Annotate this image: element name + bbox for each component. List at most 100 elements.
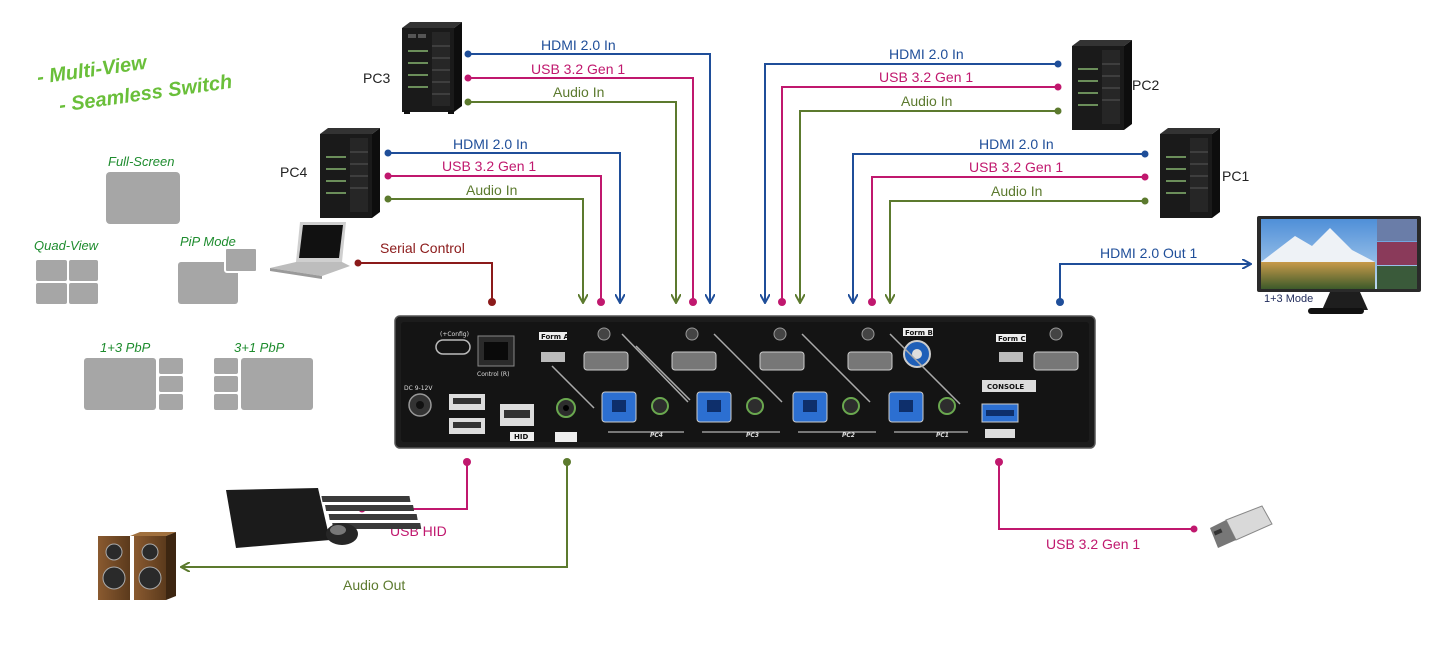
pbp13-cell bbox=[159, 394, 183, 410]
pc4-usb-line bbox=[388, 175, 602, 302]
pc2-usb-line bbox=[781, 86, 1058, 302]
pbp13-cell bbox=[159, 376, 183, 392]
mode-pbp31-label: 3+1 PbP bbox=[234, 340, 285, 355]
pc2-label: PC2 bbox=[1132, 77, 1159, 93]
audio-jack-pc4 bbox=[651, 397, 669, 415]
quad-cell bbox=[69, 283, 98, 304]
dc-label: DC 9-12V bbox=[404, 385, 433, 392]
hdmi-port-pc2 bbox=[759, 351, 805, 371]
pc4-hdmi-label: HDMI 2.0 In bbox=[453, 136, 528, 152]
pc1-hdmi-line bbox=[853, 153, 1145, 302]
port-label-pc4: PC4 bbox=[650, 432, 663, 439]
port-group-labels: PC4 PC3 PC2 PC1 bbox=[608, 431, 968, 439]
usb-b-ports bbox=[601, 391, 924, 423]
audio-out-line bbox=[182, 462, 568, 567]
console-label: CONSOLE bbox=[987, 383, 1024, 391]
pc4-tower-icon bbox=[320, 128, 380, 218]
serial-line bbox=[358, 262, 493, 302]
quad-cell bbox=[69, 260, 98, 281]
dip-switch-c bbox=[999, 352, 1023, 362]
dip-switch-a bbox=[541, 352, 565, 362]
pc4-usb-label: USB 3.2 Gen 1 bbox=[442, 158, 536, 174]
full-screen-shape bbox=[106, 172, 180, 224]
laptop-icon bbox=[270, 222, 350, 279]
pbp31-cell bbox=[214, 376, 238, 392]
hdmi-port-pc3 bbox=[671, 351, 717, 371]
mode-pip: PiP Mode bbox=[178, 234, 258, 304]
audio-jack-pc3 bbox=[746, 397, 764, 415]
pc4-audio-line bbox=[388, 198, 583, 302]
pc1-tower-icon bbox=[1160, 128, 1220, 218]
pc2-hdmi-label: HDMI 2.0 In bbox=[889, 46, 964, 62]
audio-in-jacks bbox=[651, 397, 956, 415]
hdmi-input-ports bbox=[583, 351, 1079, 371]
quad-cell bbox=[36, 260, 67, 281]
pc4-connections: HDMI 2.0 In USB 3.2 Gen 1 Audio In bbox=[384, 136, 621, 306]
hid-label: HID bbox=[514, 433, 528, 441]
hdmi-output-port bbox=[1033, 351, 1079, 371]
config-label: (+Config) bbox=[440, 331, 469, 338]
port-label-pc3: PC3 bbox=[746, 432, 759, 439]
pc4-audio-label: Audio In bbox=[466, 182, 517, 198]
pc2-connections: HDMI 2.0 In USB 3.2 Gen 1 Audio In bbox=[765, 46, 1062, 306]
keyboard-icon bbox=[226, 488, 422, 548]
hdmi-out-line bbox=[1059, 264, 1250, 302]
audio-out-label: Audio Out bbox=[343, 577, 405, 593]
mode-pip-label: PiP Mode bbox=[180, 234, 236, 249]
pc3-hdmi-label: HDMI 2.0 In bbox=[541, 37, 616, 53]
hdmi-port-pc1 bbox=[847, 351, 893, 371]
pc2-audio-label: Audio In bbox=[901, 93, 952, 109]
audio-out-connection: Audio Out bbox=[182, 458, 571, 593]
pc3-audio-line bbox=[468, 101, 676, 302]
pbp31-main bbox=[241, 358, 313, 410]
monitor-icon: 1+3 Mode bbox=[1257, 216, 1421, 314]
feature-list: - Multi-View - Seamless Switch bbox=[36, 52, 234, 117]
audio-jack-pc2 bbox=[842, 397, 860, 415]
port-label-pc2: PC2 bbox=[842, 432, 855, 439]
kvm-switch-device: (+Config) Control (R) DC 9-12V HID Form … bbox=[394, 315, 1096, 449]
hdmi-port-pc4 bbox=[583, 351, 629, 371]
form-a-label: Form A bbox=[541, 333, 569, 341]
mode-pbp-31: 3+1 PbP bbox=[214, 340, 313, 410]
pc2-usb-label: USB 3.2 Gen 1 bbox=[879, 69, 973, 85]
audio-jack-pc1 bbox=[938, 397, 956, 415]
pc4-label: PC4 bbox=[280, 164, 307, 180]
pc3-connections: HDMI 2.0 In USB 3.2 Gen 1 Audio In bbox=[464, 37, 711, 306]
pbp31-cell bbox=[214, 358, 238, 374]
mode-quad-view: Quad-View bbox=[34, 238, 100, 304]
pc2-hdmi-line bbox=[765, 63, 1058, 302]
feature-multi-view: - Multi-View bbox=[36, 52, 150, 89]
pc2-audio-line bbox=[800, 110, 1058, 302]
pbp13-cell bbox=[159, 358, 183, 374]
serial-label: Serial Control bbox=[380, 240, 465, 256]
mode-full-screen-label: Full-Screen bbox=[108, 154, 174, 169]
mouse-icon bbox=[326, 523, 358, 545]
usb-c-config-port bbox=[435, 339, 471, 355]
pip-inset bbox=[224, 247, 258, 273]
pc1-hdmi-label: HDMI 2.0 In bbox=[979, 136, 1054, 152]
hdmi-out-connection: HDMI 2.0 Out 1 bbox=[1056, 245, 1250, 306]
mode-pbp13-label: 1+3 PbP bbox=[100, 340, 151, 355]
pc3-hdmi-line bbox=[468, 53, 710, 302]
pbp31-cell bbox=[214, 394, 238, 410]
pc1-audio-line bbox=[890, 200, 1145, 302]
mode-full-screen: Full-Screen bbox=[106, 154, 180, 224]
serial-connection: Serial Control bbox=[354, 240, 496, 306]
panel-dividers bbox=[551, 333, 961, 409]
pc4-hdmi-line bbox=[388, 152, 620, 302]
pc1-label: PC1 bbox=[1222, 168, 1249, 184]
pc3-usb-label: USB 3.2 Gen 1 bbox=[531, 61, 625, 77]
quad-cell bbox=[36, 283, 67, 304]
usb-console-label: USB 3.2 Gen 1 bbox=[1046, 536, 1140, 552]
control-label: Control (R) bbox=[477, 371, 509, 378]
pc1-usb-label: USB 3.2 Gen 1 bbox=[969, 159, 1063, 175]
pc1-audio-label: Audio In bbox=[991, 183, 1042, 199]
usb-console-line bbox=[998, 462, 1194, 530]
pc3-usb-line bbox=[468, 77, 694, 302]
pbp13-main bbox=[84, 358, 156, 410]
pc3-audio-label: Audio In bbox=[553, 84, 604, 100]
pc3-tower-icon bbox=[402, 22, 462, 114]
mode-pbp-13: 1+3 PbP bbox=[84, 340, 183, 410]
mode-quad-view-label: Quad-View bbox=[34, 238, 100, 253]
